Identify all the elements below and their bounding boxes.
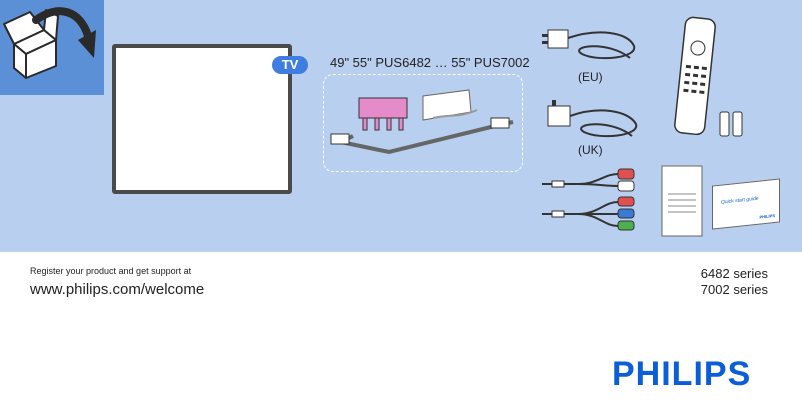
av-cable-icon: [542, 168, 635, 192]
power-cable-eu-icon: [542, 29, 636, 60]
series-line-2: 7002 series: [700, 282, 768, 297]
support-url[interactable]: www.philips.com/welcome: [30, 281, 205, 298]
remote-icon: [674, 16, 716, 136]
arrow-icon: [32, 7, 96, 58]
model-text: 49" 55" PUS6482 … 55" PUS7002: [330, 55, 530, 70]
quick-start-label: Quick start guide: [721, 195, 759, 206]
philips-logo: PHILIPS: [612, 355, 752, 393]
uk-label: (UK): [578, 143, 603, 157]
quick-start-guide-icon: Quick start guide PHILIPS: [712, 178, 780, 230]
quick-start-brand: PHILIPS: [759, 212, 775, 220]
stand-accessory-frame: [323, 74, 523, 172]
register-text: Register your product and get support at: [30, 266, 192, 276]
power-cable-uk-icon: [547, 100, 638, 138]
box-corner: [0, 0, 104, 95]
manual-icon: [661, 165, 703, 237]
stand-icon: [330, 89, 514, 155]
battery-icon: [719, 111, 743, 137]
tv-screen-icon: [112, 44, 292, 194]
series-line-1: 6482 series: [700, 266, 768, 281]
component-cable-icon: [542, 196, 635, 231]
eu-label: (EU): [578, 70, 603, 84]
tv-badge: TV: [272, 56, 308, 74]
